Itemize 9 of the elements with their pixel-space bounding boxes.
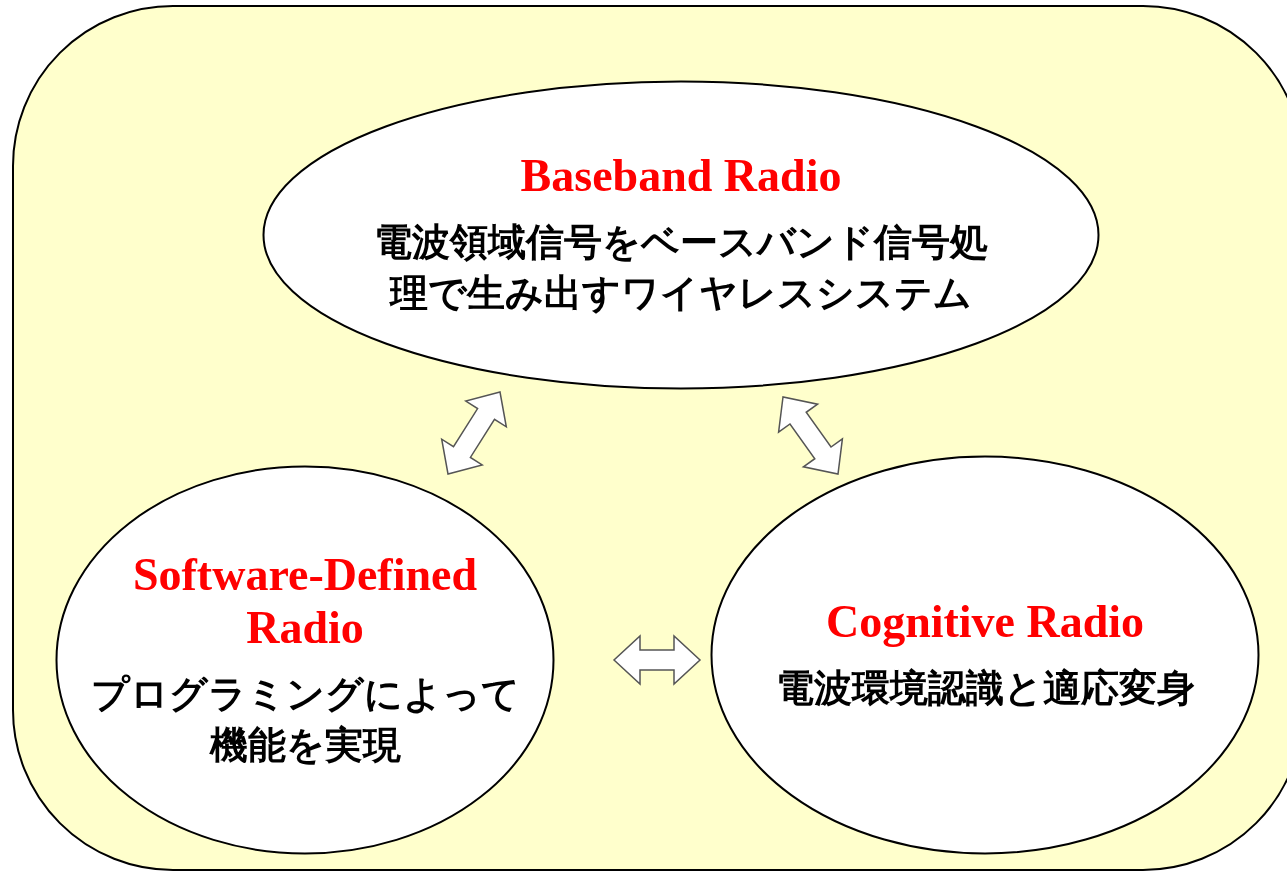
heading-text: Software-Defined Radio	[131, 548, 479, 655]
double-arrow	[777, 396, 844, 475]
description-text: プログラミングによって機能を実現	[89, 670, 521, 769]
heading-text: Cognitive Radio	[825, 595, 1145, 649]
double-arrow	[612, 634, 702, 686]
description-text: 電波環境認識と適応変身	[775, 664, 1195, 712]
description-text: 電波領域信号をベースバンド信号処理で生み出すワイヤレスシステム	[373, 219, 989, 318]
double-arrow	[440, 391, 508, 475]
heading-text: Baseband Radio	[520, 150, 842, 204]
